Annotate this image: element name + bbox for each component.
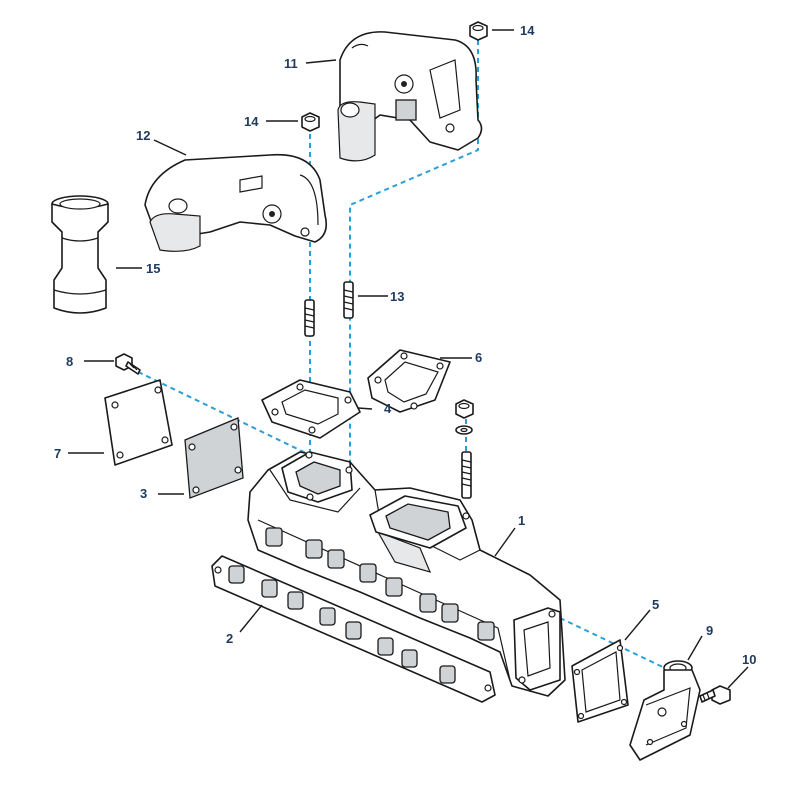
callout-8: 8 <box>66 354 73 369</box>
callout-15: 15 <box>146 261 160 276</box>
part-8-bolt <box>115 353 141 375</box>
part-3-gasket-plate <box>184 417 244 499</box>
part-5-end-gasket <box>571 639 629 723</box>
callout-4: 4 <box>384 401 392 416</box>
callout-12: 12 <box>136 128 150 143</box>
callout-leaders <box>68 29 749 689</box>
callout-5: 5 <box>652 597 659 612</box>
callout-14-lower: 14 <box>244 114 259 129</box>
callout-numbers: 1 2 3 4 5 6 7 8 9 10 11 12 13 14 14 15 <box>54 23 756 667</box>
part-1-exhaust-manifold <box>247 451 566 697</box>
part-6-gasket <box>367 349 451 413</box>
callout-7: 7 <box>54 446 61 461</box>
callout-9: 9 <box>706 623 713 638</box>
callout-14-upper: 14 <box>520 23 535 38</box>
part-13-studs <box>304 281 472 499</box>
callout-13: 13 <box>390 289 404 304</box>
part-9-end-cap <box>629 660 701 761</box>
part-7-cover-plate <box>104 379 173 466</box>
part-11-riser-elbow <box>337 31 483 162</box>
callout-1: 1 <box>518 513 525 528</box>
callout-6: 6 <box>475 350 482 365</box>
part-15-riser-sleeve <box>51 195 109 314</box>
part-10-bolt <box>699 685 731 705</box>
part-2-manifold-gasket <box>211 555 496 703</box>
part-nut-washer-stack <box>455 399 474 435</box>
callout-10: 10 <box>742 652 756 667</box>
callout-11: 11 <box>284 56 298 71</box>
part-12-riser-elbow <box>144 153 328 252</box>
guide-riser-right <box>349 40 479 500</box>
part-4-flange-gasket <box>261 379 361 439</box>
callout-3: 3 <box>140 486 147 501</box>
callout-2: 2 <box>226 631 233 646</box>
guide-bolt-8 <box>129 367 311 456</box>
part-14-nut-upper <box>469 21 488 41</box>
part-14-nut-lower <box>301 112 320 132</box>
